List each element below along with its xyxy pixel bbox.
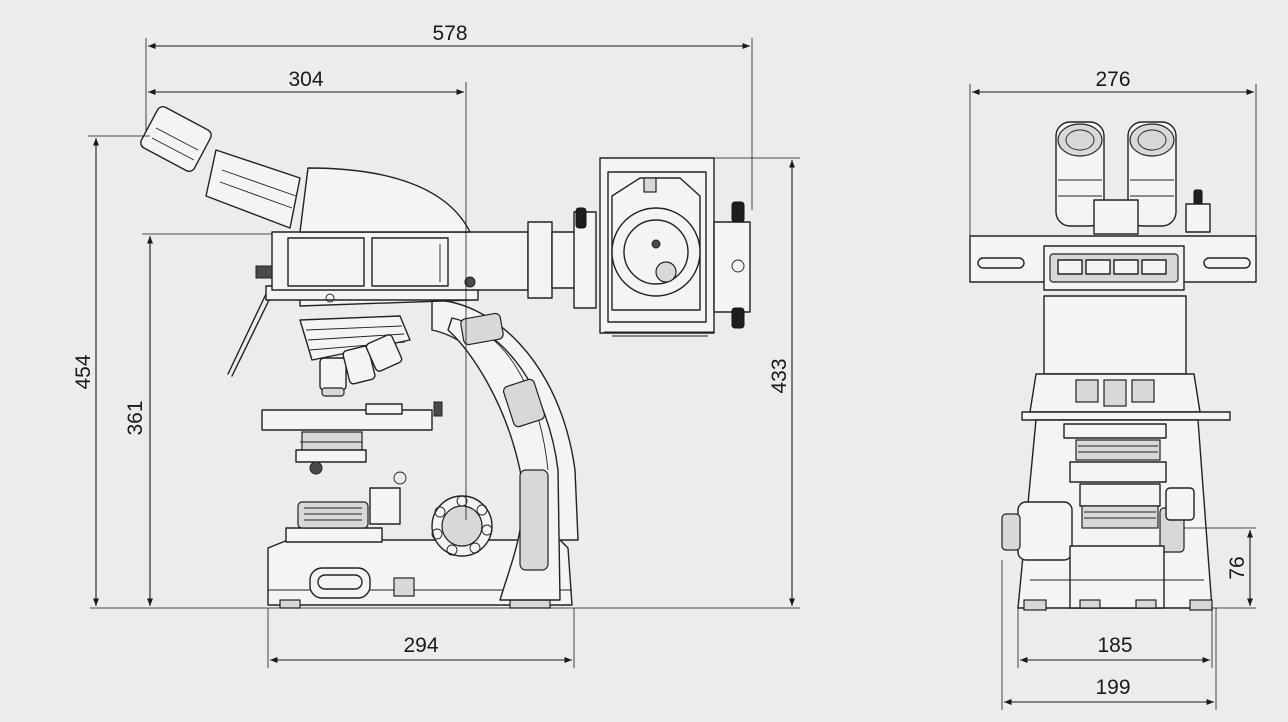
dim-lamp-height: 433: [768, 358, 791, 393]
side-view-microscope: [140, 106, 751, 609]
dim-head-width: 276: [1095, 68, 1130, 91]
dim-base-outer-width: 199: [1095, 676, 1130, 699]
dim-base-inner-width: 185: [1097, 634, 1132, 657]
front-view-microscope: [969, 121, 1257, 611]
side-view-dimensions: 578 304 454 361 433 294: [72, 22, 800, 668]
dim-head-length: 304: [288, 68, 323, 91]
dim-base-length: 294: [403, 634, 438, 657]
dim-stage-height: 361: [124, 400, 147, 435]
front-view-dimensions: 276 185 199 76: [969, 68, 1257, 710]
dim-knob-height: 76: [1226, 556, 1249, 579]
dim-overall-height: 454: [72, 354, 95, 389]
dim-overall-length: 578: [432, 22, 467, 45]
